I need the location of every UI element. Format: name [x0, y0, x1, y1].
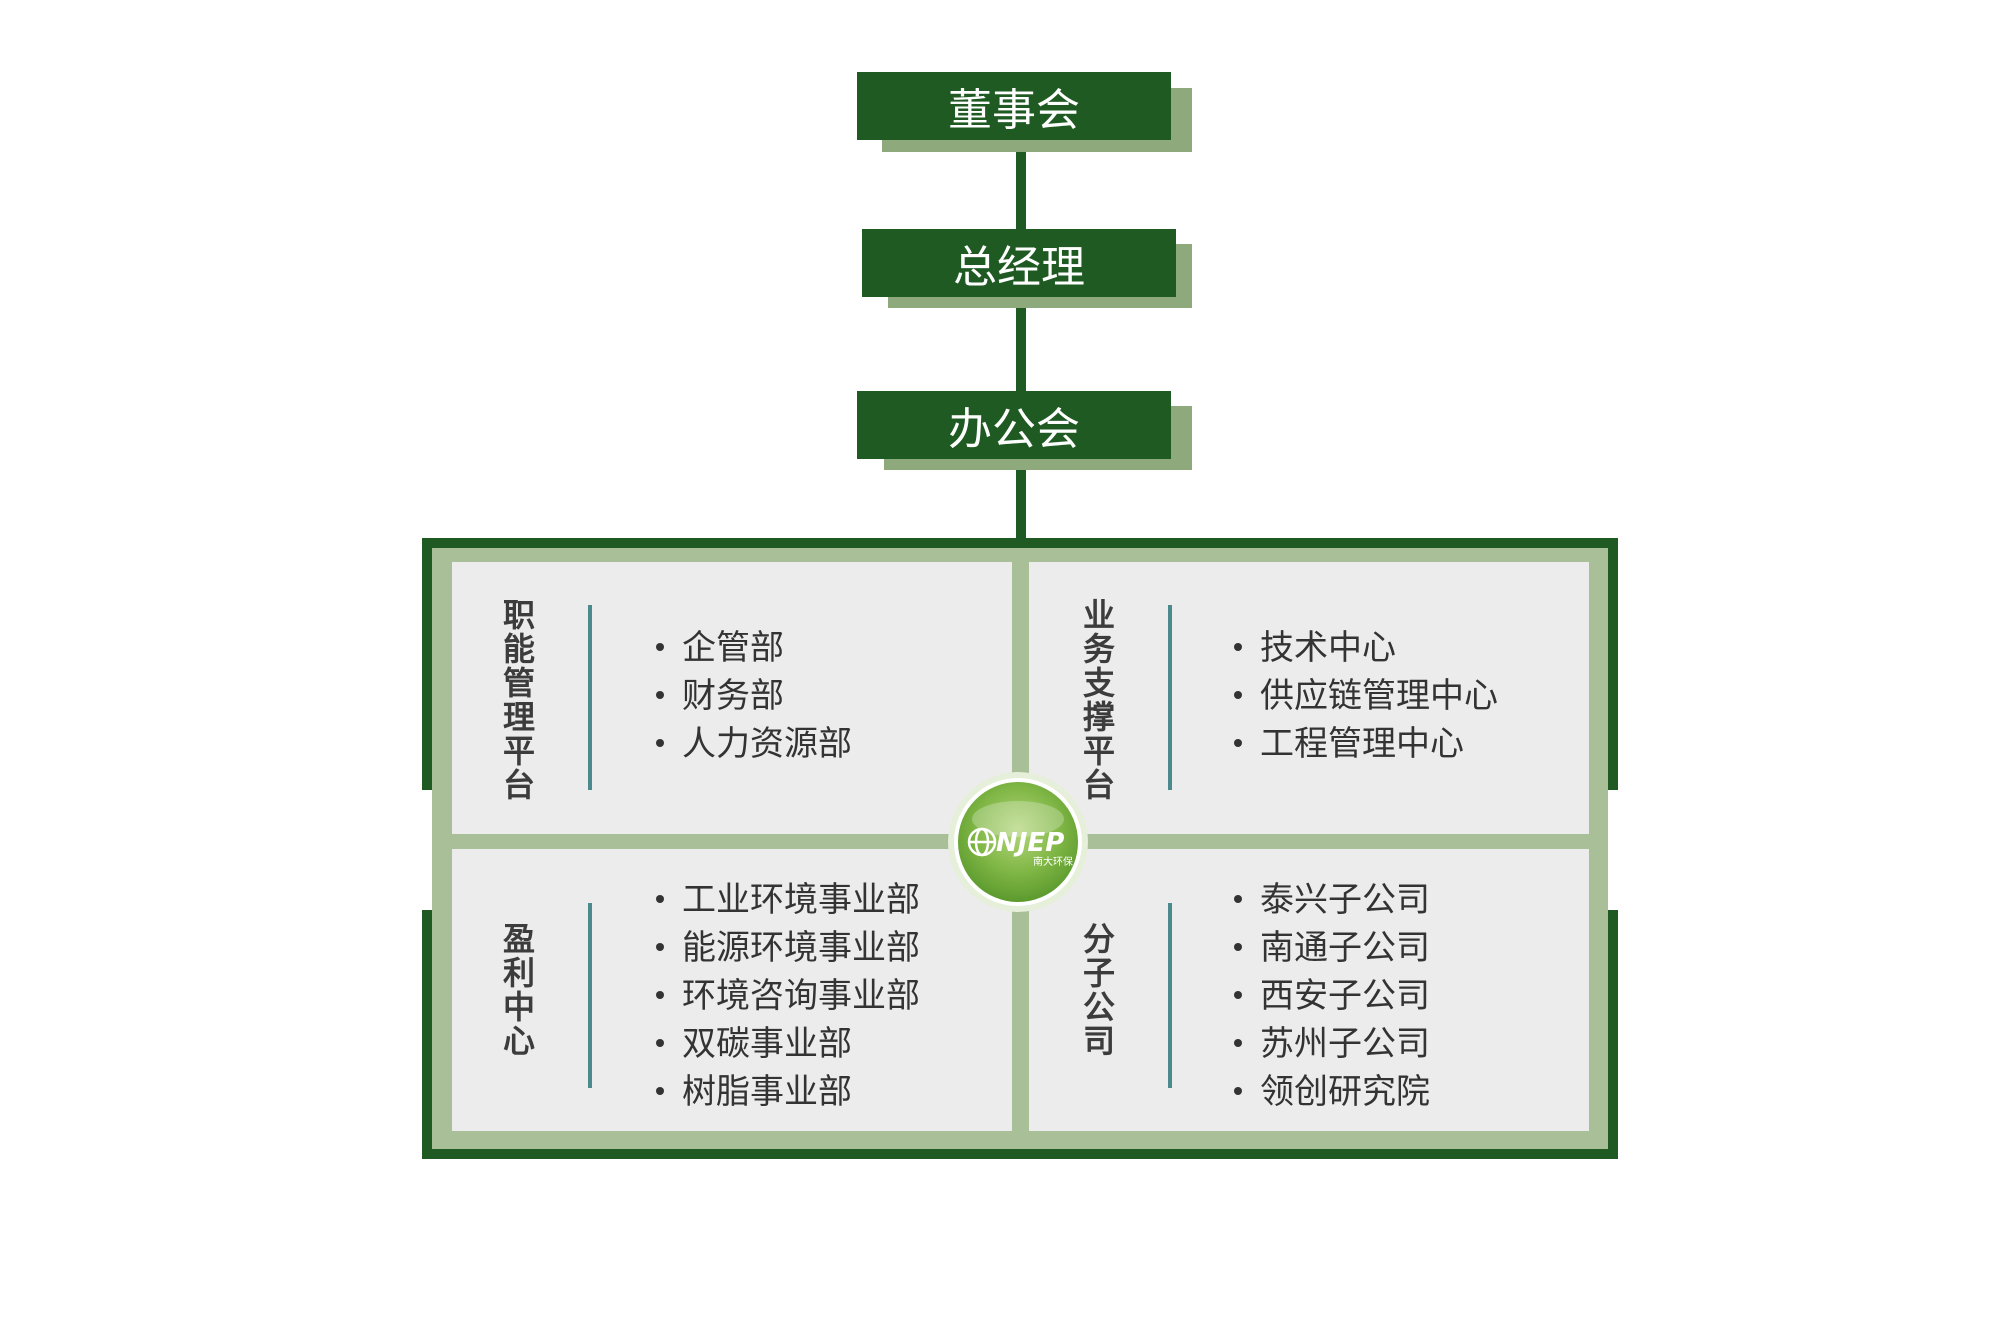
list-item: 工业环境事业部 [656, 876, 920, 924]
quadrant-top-left [452, 562, 1012, 834]
bullet-icon [1234, 1038, 1242, 1047]
connector-line [1016, 140, 1026, 235]
bullet-icon [1234, 1086, 1242, 1095]
office-meeting-node: 办公会 [857, 391, 1171, 459]
bullet-icon [656, 990, 664, 999]
svg-text:南大环保: 南大环保 [1033, 855, 1073, 868]
svg-text:NJEP: NJEP [996, 828, 1064, 858]
list-item: 双碳事业部 [656, 1020, 920, 1068]
bullet-icon [656, 942, 664, 951]
quadrant-title: 盈利中心 [498, 922, 536, 1058]
department-list: 工业环境事业部 能源环境事业部 环境咨询事业部 双碳事业部 树脂事业部 [656, 876, 920, 1116]
list-item: 财务部 [656, 672, 852, 720]
bullet-icon [1234, 642, 1242, 651]
board-node-label: 董事会 [948, 85, 1080, 136]
bullet-icon [1234, 690, 1242, 699]
bullet-icon [656, 642, 664, 651]
quadrant-divider [588, 903, 592, 1088]
frame-gap [418, 790, 432, 910]
general-manager-node: 总经理 [862, 229, 1176, 297]
department-list: 泰兴子公司 南通子公司 西安子公司 苏州子公司 领创研究院 [1234, 876, 1430, 1116]
list-item: 人力资源部 [656, 720, 852, 768]
list-item: 泰兴子公司 [1234, 876, 1430, 924]
quadrant-divider [588, 605, 592, 790]
list-item: 工程管理中心 [1234, 720, 1498, 768]
list-item: 企管部 [656, 624, 852, 672]
list-item: 能源环境事业部 [656, 924, 920, 972]
office-meeting-node-label: 办公会 [948, 404, 1080, 455]
list-item: 供应链管理中心 [1234, 672, 1498, 720]
quadrant-title: 业务支撑平台 [1078, 598, 1116, 802]
bullet-icon [656, 1038, 664, 1047]
quadrant-title: 职能管理平台 [498, 598, 536, 802]
list-item: 苏州子公司 [1234, 1020, 1430, 1068]
bullet-icon [1234, 990, 1242, 999]
quadrant-top-right [1029, 562, 1589, 834]
list-item: 环境咨询事业部 [656, 972, 920, 1020]
general-manager-node-label: 总经理 [953, 242, 1085, 293]
bullet-icon [1234, 894, 1242, 903]
list-item: 领创研究院 [1234, 1068, 1430, 1116]
bullet-icon [656, 738, 664, 747]
quadrant-divider [1168, 605, 1172, 790]
bullet-icon [656, 894, 664, 903]
bullet-icon [1234, 942, 1242, 951]
department-list: 技术中心 供应链管理中心 工程管理中心 [1234, 624, 1498, 768]
department-list: 企管部 财务部 人力资源部 [656, 624, 852, 768]
bullet-icon [656, 690, 664, 699]
company-logo: NJEP 南大环保 [947, 771, 1089, 913]
connector-line [1016, 300, 1026, 398]
bullet-icon [1234, 738, 1242, 747]
frame-gap [1608, 790, 1622, 910]
quadrant-bottom-left [452, 849, 1012, 1131]
globe-icon [967, 827, 997, 857]
board-node: 董事会 [857, 72, 1171, 140]
quadrant-title: 分子公司 [1078, 922, 1116, 1058]
connector-line [1016, 460, 1026, 550]
bullet-icon [656, 1086, 664, 1095]
quadrant-bottom-right [1029, 849, 1589, 1131]
quadrant-divider [1168, 903, 1172, 1088]
logo-emblem-icon: NJEP 南大环保 [948, 772, 1088, 912]
list-item: 西安子公司 [1234, 972, 1430, 1020]
list-item: 树脂事业部 [656, 1068, 920, 1116]
list-item: 技术中心 [1234, 624, 1498, 672]
list-item: 南通子公司 [1234, 924, 1430, 972]
